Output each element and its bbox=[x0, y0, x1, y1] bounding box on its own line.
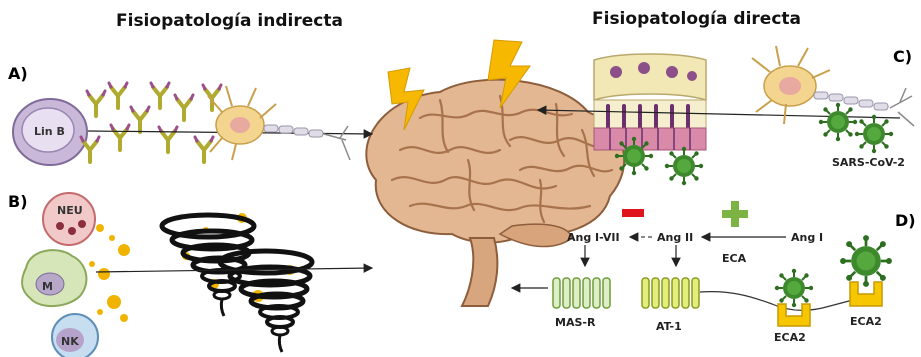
label-sars-cov-2: SARS-CoV-2 bbox=[832, 156, 905, 169]
label-at-1: AT-1 bbox=[656, 320, 682, 333]
at-1-receptor bbox=[642, 278, 699, 308]
title-direct: Fisiopatología directa bbox=[592, 9, 801, 29]
label-ang-i: Ang I bbox=[791, 231, 823, 244]
antibody-cluster bbox=[81, 83, 221, 162]
label-mas-r: MAS-R bbox=[555, 316, 596, 329]
plus-icon bbox=[722, 201, 748, 227]
panel-label-d: D) bbox=[895, 211, 916, 230]
virus-icon bbox=[840, 235, 892, 287]
mas-r-receptor bbox=[553, 278, 610, 308]
virus-icon bbox=[855, 115, 893, 153]
eca2-receptor-left bbox=[778, 304, 810, 326]
cell-label-lin-b: Lin B bbox=[34, 125, 65, 138]
panel-label-a: A) bbox=[8, 64, 28, 83]
brain-illustration bbox=[366, 80, 624, 306]
cell-label-neu: NEU bbox=[57, 204, 83, 217]
label-eca2-left: ECA2 bbox=[774, 331, 806, 344]
tornado-icon bbox=[162, 215, 312, 352]
label-ang-i-vii: Ang I-VII bbox=[567, 231, 620, 244]
panel-label-b: B) bbox=[8, 192, 28, 211]
label-eca2-right: ECA2 bbox=[850, 315, 882, 328]
panel-label-c: C) bbox=[893, 47, 912, 66]
neuron-a bbox=[208, 86, 350, 160]
neutrophil-cell bbox=[43, 193, 95, 245]
label-eca: ECA bbox=[722, 252, 747, 265]
title-indirect: Fisiopatología indirecta bbox=[116, 11, 343, 31]
cell-label-nk: NK bbox=[61, 335, 79, 348]
label-ang-ii: Ang II bbox=[657, 231, 693, 244]
macrophage-cell bbox=[22, 250, 86, 306]
minus-icon bbox=[622, 209, 644, 217]
virus-icon bbox=[615, 137, 653, 175]
virus-icon bbox=[819, 103, 857, 141]
virus-icon bbox=[775, 269, 813, 307]
virus-icon bbox=[665, 147, 703, 185]
olfactory-tissue-illustration bbox=[594, 54, 706, 150]
cell-label-m: M bbox=[42, 280, 53, 293]
